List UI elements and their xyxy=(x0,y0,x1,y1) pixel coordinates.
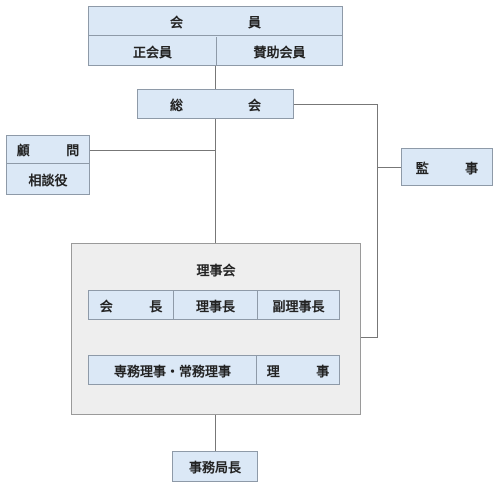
president-label: 会 長 xyxy=(99,299,174,315)
line-assembly-to-board-via-auditor xyxy=(294,104,378,338)
board-leaders-box: 会 長 理事長 副理事長 xyxy=(88,290,340,320)
advisor-label: 顧 問 xyxy=(16,144,91,159)
secretary-general-label: 事務局長 xyxy=(188,461,241,476)
counselor-cell: 相談役 xyxy=(7,165,89,194)
directors-label: 理 事 xyxy=(266,364,341,380)
members-title-cell: 会 員 xyxy=(89,7,342,36)
auditor-box: 監 事 xyxy=(401,148,493,186)
vice-chairman-label: 副理事長 xyxy=(272,299,325,315)
supporting-members-label: 賛助会員 xyxy=(253,45,306,61)
vice-chairman-cell: 副理事長 xyxy=(257,291,339,319)
auditor-label: 監 事 xyxy=(415,161,490,177)
supporting-members-cell: 賛助会員 xyxy=(216,37,342,65)
members-title: 会 員 xyxy=(169,15,287,31)
general-assembly-box: 総 会 xyxy=(137,89,294,119)
executive-directors-label: 専務理事・常務理事 xyxy=(113,364,231,380)
advisors-box: 顧 問 相談役 xyxy=(6,135,90,195)
president-cell: 会 長 xyxy=(89,291,173,319)
regular-members-label: 正会員 xyxy=(132,45,172,61)
board-title: 理事会 xyxy=(196,263,236,279)
counselor-label: 相談役 xyxy=(28,174,68,189)
executive-directors-cell: 専務理事・常務理事 xyxy=(89,356,256,384)
secretary-general-box: 事務局長 xyxy=(172,451,258,482)
regular-members-cell: 正会員 xyxy=(89,37,216,65)
board-directors-box: 専務理事・常務理事 理 事 xyxy=(88,355,340,385)
chairman-cell: 理事長 xyxy=(173,291,257,319)
general-assembly-label: 総 会 xyxy=(169,98,287,114)
directors-cell: 理 事 xyxy=(256,356,339,384)
chairman-label: 理事長 xyxy=(195,299,235,315)
advisor-cell: 顧 問 xyxy=(7,136,89,164)
board-panel xyxy=(71,243,361,415)
members-box: 会 員 正会員 賛助会員 xyxy=(88,6,343,66)
